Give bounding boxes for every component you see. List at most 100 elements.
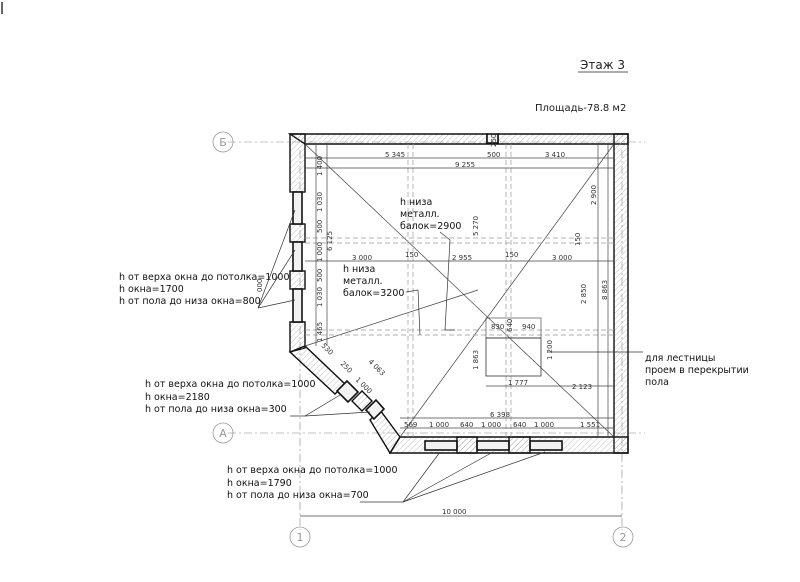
dim-stair-1200: 1 200 — [546, 340, 554, 360]
dim-diag-4063: 4 063 — [367, 358, 387, 378]
dim-mid-1863: 1 863 — [472, 350, 480, 370]
beam-note-upper-leader — [439, 231, 455, 331]
dim-bottom-total: 10 000 — [442, 508, 467, 516]
svg-text:h от пола до низа окна=700: h от пола до низа окна=700 — [227, 490, 369, 501]
window-note-diagonal-leader-2 — [304, 411, 371, 417]
dim-left-1465: 1 465 — [316, 322, 324, 342]
window-note-diagonal-leader-1 — [290, 394, 341, 417]
dim-inner-2955: 2 955 — [452, 254, 472, 262]
svg-text:h от верха окна до потолка=10: h от верха окна до потолка=1000 — [119, 272, 290, 283]
dim-inner-3000-left: 3 000 — [352, 254, 372, 262]
window-left-1 — [292, 191, 303, 225]
dim-bottom-569: 569 — [404, 421, 417, 429]
dim-stair-640: 640 — [506, 319, 514, 332]
room-diagonal-2 — [399, 143, 615, 438]
svg-text:h от пола до низа окна=800: h от пола до низа окна=800 — [119, 296, 261, 307]
wall-bottom-pier-2 — [508, 436, 531, 454]
dim-top-250: 250 — [490, 134, 498, 147]
dim-right-8863: 8 863 — [601, 280, 609, 300]
stair-opening-upper — [485, 317, 542, 339]
svg-text:h низа: h низа — [400, 197, 432, 208]
room-diagonal-1 — [304, 143, 615, 438]
svg-text:пола: пола — [645, 377, 669, 388]
beam-note-lower: h низа металл. балок=3200 — [343, 264, 404, 299]
svg-text:1: 1 — [297, 531, 304, 544]
wall-top-niche — [486, 133, 499, 144]
dim-inner-150-b: 150 — [505, 251, 518, 259]
dim-stair-830: 830 — [491, 323, 504, 331]
svg-text:h низа: h низа — [343, 264, 375, 275]
axis-marker-b: Б — [212, 131, 234, 153]
dim-top-5345: 5 345 — [385, 151, 405, 159]
dim-left-1400: 1 400 — [316, 156, 324, 176]
dim-top-9255: 9 255 — [455, 161, 475, 169]
dim-right-150: 150 — [574, 233, 582, 246]
window-note-bottom-leader-2 — [402, 451, 494, 503]
axis-marker-1: 1 — [289, 526, 311, 548]
dim-bottom-1000b: 1 000 — [481, 421, 501, 429]
svg-text:для лестницы: для лестницы — [645, 353, 715, 364]
svg-text:проем в перекрытии: проем в перекрытии — [645, 365, 749, 376]
svg-text:h от верха окна до потолка=10: h от верха окна до потолка=1000 — [227, 465, 398, 476]
dim-left-1030b: 1 030 — [316, 287, 324, 307]
dim-top-500: 500 — [487, 151, 500, 159]
dim-inner-150-a: 150 — [405, 251, 418, 259]
svg-text:металл.: металл. — [343, 276, 383, 287]
window-note-left-leader-2 — [257, 299, 296, 309]
wall-right — [613, 133, 629, 454]
wall-left-pier-2 — [289, 270, 306, 290]
dim-left-500b: 500 — [316, 269, 324, 282]
svg-text:h окна=1790: h окна=1790 — [227, 478, 292, 489]
svg-text:металл.: металл. — [400, 209, 440, 220]
dim-left-1000: 1 000 — [316, 242, 324, 262]
beam-note-lower-leader — [405, 289, 421, 336]
svg-text:балок=2900: балок=2900 — [400, 221, 461, 232]
svg-text:h от пола до низа окна=300: h от пола до низа окна=300 — [145, 404, 287, 415]
wall-diagonal-pier — [351, 390, 373, 412]
window-note-left: h от верха окна до потолка=1000 h окна=1… — [119, 272, 290, 307]
svg-text:h от верха окна до потолка=10: h от верха окна до потолка=1000 — [145, 379, 316, 390]
dim-right-2850: 2 850 — [580, 284, 588, 304]
dim-left-6125: 6 125 — [326, 231, 334, 251]
dim-bottom-640a: 640 — [460, 421, 473, 429]
sheet-title: Этаж 3 — [580, 58, 625, 72]
beam-note-upper: h низа металл. балок=2900 — [400, 197, 461, 232]
dim-bottom-1000a: 1 000 — [429, 421, 449, 429]
svg-text:h окна=1700: h окна=1700 — [119, 284, 184, 295]
stair-opening — [485, 337, 542, 377]
svg-text:h окна=2180: h окна=2180 — [145, 392, 210, 403]
wall-left-pier-1 — [289, 223, 306, 243]
window-note-diagonal: h от верха окна до потолка=1000 h окна=2… — [145, 379, 316, 415]
stair-opening-note: для лестницы проем в перекрытии пола — [645, 353, 749, 388]
axis-marker-2: 2 — [612, 526, 634, 548]
window-note-bottom-leader-1 — [360, 451, 441, 503]
window-bottom-3 — [529, 440, 563, 451]
dim-left-1030a: 1 030 — [316, 192, 324, 212]
dim-bottom-6398: 6 398 — [490, 411, 510, 419]
dim-stair-1777: 1 777 — [508, 379, 528, 387]
window-bottom-2 — [476, 440, 510, 451]
dim-left-500a: 500 — [316, 220, 324, 233]
window-note-left-leader-3 — [257, 209, 296, 309]
dim-bottom-1000c: 1 000 — [534, 421, 554, 429]
dim-mid-5270: 5 270 — [472, 216, 480, 236]
dim-stair-2123: 2 123 — [572, 383, 592, 391]
dim-inner-3000-right: 3 000 — [552, 254, 572, 262]
svg-text:балок=3200: балок=3200 — [343, 288, 404, 299]
svg-text:Б: Б — [219, 136, 227, 149]
dim-left-axis-total: 000 — [256, 279, 264, 292]
axis-marker-a: А — [212, 422, 234, 444]
area-label: Площадь-78.8 м2 — [535, 103, 626, 114]
wall-bottom-pier-1 — [456, 436, 478, 454]
window-note-bottom-leader-3 — [402, 451, 546, 503]
dim-diag-530: 530 — [320, 342, 335, 357]
dim-top-3410: 3 410 — [545, 151, 565, 159]
window-left-2 — [292, 241, 303, 272]
window-diagonal-1 — [335, 379, 360, 404]
dim-right-2900: 2 900 — [590, 185, 598, 205]
window-bottom-1 — [424, 440, 458, 451]
window-note-bottom: h от верха окна до потолка=1000 h окна=1… — [227, 465, 398, 501]
window-diagonal-2 — [364, 398, 386, 421]
